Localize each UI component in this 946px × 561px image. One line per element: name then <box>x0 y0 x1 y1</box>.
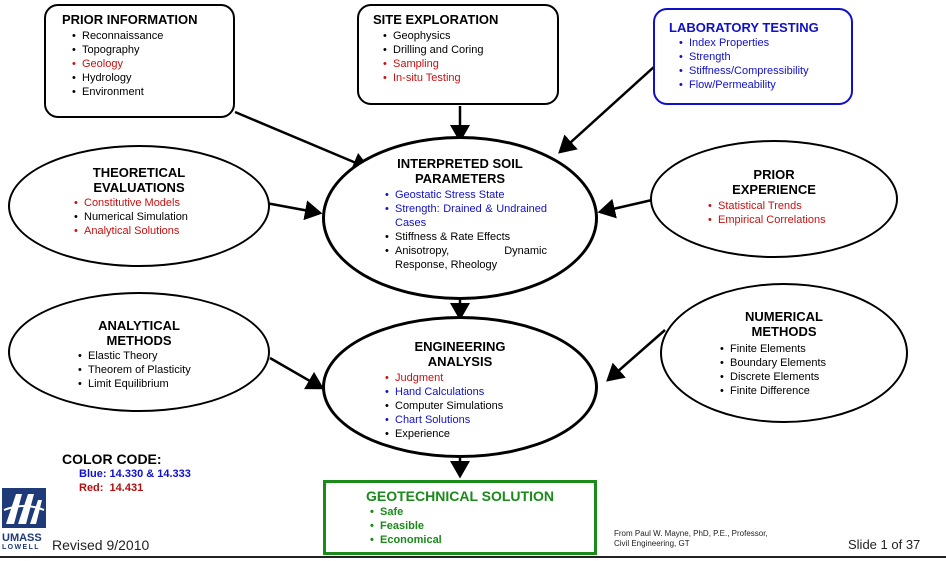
list-item: Finite Elements <box>720 342 906 356</box>
arrow-prior-info-to-soil <box>234 110 371 172</box>
interpreted-soil-title-1: INTERPRETED SOIL <box>397 156 523 171</box>
numerical-methods-title-2: METHODS <box>751 324 817 339</box>
list-item: Anisotropy, Dynamic Response, Rheology <box>385 244 547 272</box>
list-item: Finite Difference <box>720 384 906 398</box>
color-code-legend: COLOR CODE: Blue: 14.330 & 14.333 Red: 1… <box>62 452 191 495</box>
interpreted-soil-ellipse: INTERPRETED SOIL PARAMETERS Geostatic St… <box>322 136 598 300</box>
site-exploration-list: GeophysicsDrilling and CoringSamplingIn-… <box>383 29 557 85</box>
list-item: In-situ Testing <box>383 71 557 85</box>
list-item: Computer Simulations <box>385 399 595 413</box>
list-item: Economical <box>370 533 594 547</box>
analytical-methods-ellipse: ANALYTICAL METHODS Elastic TheoryTheorem… <box>8 292 270 412</box>
list-item: Stiffness/Compressibility <box>679 64 851 78</box>
interpreted-soil-title-2: PARAMETERS <box>414 171 506 186</box>
geotechnical-solution-title: GEOTECHNICAL SOLUTION <box>366 488 554 504</box>
geotechnical-solution-box: GEOTECHNICAL SOLUTION SafeFeasibleEconom… <box>323 480 597 555</box>
list-item: Index Properties <box>679 36 851 50</box>
arrow-numerical-to-engineering <box>606 329 666 382</box>
analytical-methods-list: Elastic TheoryTheorem of PlasticityLimit… <box>78 349 268 391</box>
site-exploration-box: SITE EXPLORATION GeophysicsDrilling and … <box>357 4 559 105</box>
color-code-blue: Blue: 14.330 & 14.333 <box>79 468 191 480</box>
engineering-analysis-title-2: ANALYSIS <box>427 354 493 369</box>
theoretical-evaluations-title-2: EVALUATIONS <box>93 180 185 195</box>
logo-lowell-text: LOWELL <box>2 544 40 551</box>
logo-umass-text: UMASS <box>2 532 42 544</box>
list-item: Strength <box>679 50 851 64</box>
list-item: Constitutive Models <box>74 196 268 210</box>
prior-experience-title-2: EXPERIENCE <box>732 182 816 197</box>
analytical-methods-title-1: ANALYTICAL <box>98 318 180 333</box>
laboratory-testing-list: Index PropertiesStrengthStiffness/Compre… <box>679 36 851 92</box>
revised-date: Revised 9/2010 <box>52 537 150 553</box>
list-item: Statistical Trends <box>708 199 896 213</box>
laboratory-testing-box: LABORATORY TESTING Index PropertiesStren… <box>653 8 853 105</box>
list-item: Geology <box>72 57 233 71</box>
list-item: Analytical Solutions <box>74 224 268 238</box>
geotechnical-solution-list: SafeFeasibleEconomical <box>370 505 594 547</box>
color-code-title: COLOR CODE: <box>62 451 162 467</box>
list-item: Boundary Elements <box>720 356 906 370</box>
credit-text: From Paul W. Mayne, PhD, P.E., Professor… <box>614 529 768 549</box>
list-item: Sampling <box>383 57 557 71</box>
list-item: Safe <box>370 505 594 519</box>
theoretical-evaluations-title-1: THEORETICAL <box>92 165 186 180</box>
prior-information-title: PRIOR INFORMATION <box>62 12 198 27</box>
slide-number: Slide 1 of 37 <box>848 537 921 552</box>
list-item: Flow/Permeability <box>679 78 851 92</box>
numerical-methods-title-1: NUMERICAL <box>745 309 823 324</box>
numerical-methods-list: Finite ElementsBoundary ElementsDiscrete… <box>720 342 906 398</box>
list-item: Chart Solutions <box>385 413 595 427</box>
list-item: Environment <box>72 85 233 99</box>
list-item: Discrete Elements <box>720 370 906 384</box>
list-item: Stiffness & Rate Effects <box>385 230 547 244</box>
theoretical-evaluations-ellipse: THEORETICAL EVALUATIONS Constitutive Mod… <box>8 145 270 267</box>
list-item: Numerical Simulation <box>74 210 268 224</box>
prior-experience-ellipse: PRIOR EXPERIENCE Statistical TrendsEmpir… <box>650 140 898 258</box>
arrow-analytical-to-engineering <box>269 356 325 390</box>
list-item: Geostatic Stress State <box>385 188 547 202</box>
prior-experience-title-1: PRIOR <box>753 167 795 182</box>
list-item: Strength: Drained & Undrained Cases <box>385 202 547 230</box>
list-item: Theorem of Plasticity <box>78 363 268 377</box>
prior-information-box: PRIOR INFORMATION ReconnaissanceTopograp… <box>44 4 235 118</box>
list-item: Empirical Correlations <box>708 213 896 227</box>
arrow-theoretical-to-soil <box>265 200 323 221</box>
list-item: Drilling and Coring <box>383 43 557 57</box>
footer-divider <box>0 556 946 558</box>
umass-logo-mark-icon <box>2 488 46 528</box>
list-item: Elastic Theory <box>78 349 268 363</box>
list-item: Hydrology <box>72 71 233 85</box>
engineering-analysis-ellipse: ENGINEERING ANALYSIS JudgmentHand Calcul… <box>322 316 598 458</box>
numerical-methods-ellipse: NUMERICAL METHODS Finite ElementsBoundar… <box>660 283 908 423</box>
color-code-red: Red: 14.431 <box>79 482 144 494</box>
list-item: Judgment <box>385 371 595 385</box>
arrow-lab-testing-to-soil <box>558 65 656 154</box>
engineering-analysis-list: JudgmentHand CalculationsComputer Simula… <box>385 371 595 441</box>
umass-lowell-logo: UMASS LOWELL <box>2 488 46 551</box>
list-item: Experience <box>385 427 595 441</box>
prior-experience-list: Statistical TrendsEmpirical Correlations <box>708 199 896 227</box>
site-exploration-title: SITE EXPLORATION <box>373 12 499 27</box>
arrow-experience-to-soil <box>597 198 653 219</box>
list-item: Hand Calculations <box>385 385 595 399</box>
list-item: Topography <box>72 43 233 57</box>
list-item: Geophysics <box>383 29 557 43</box>
prior-information-list: ReconnaissanceTopographyGeologyHydrology… <box>72 29 233 99</box>
list-item: Reconnaissance <box>72 29 233 43</box>
list-item: Feasible <box>370 519 594 533</box>
list-item: Limit Equilibrium <box>78 377 268 391</box>
credit-line-2: Civil Engineering, GT <box>614 539 690 548</box>
theoretical-evaluations-list: Constitutive ModelsNumerical SimulationA… <box>74 196 268 238</box>
credit-line-1: From Paul W. Mayne, PhD, P.E., Professor… <box>614 529 768 538</box>
analytical-methods-title-2: METHODS <box>106 333 172 348</box>
laboratory-testing-title: LABORATORY TESTING <box>669 20 819 35</box>
engineering-analysis-title-1: ENGINEERING <box>414 339 506 354</box>
interpreted-soil-list: Geostatic Stress StateStrength: Drained … <box>385 188 547 272</box>
